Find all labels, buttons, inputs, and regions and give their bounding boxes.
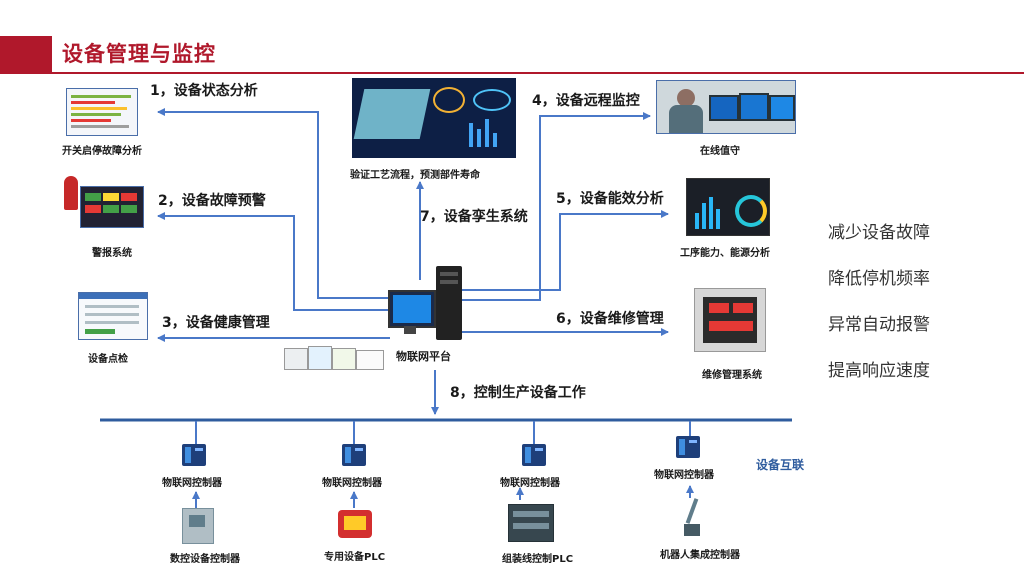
controller-label: 物联网控制器	[162, 478, 222, 489]
energy-dashboard-image	[686, 178, 770, 236]
benefit-item: 提高响应速度	[828, 361, 930, 381]
controller-label: 物联网控制器	[500, 478, 560, 489]
module-twin-system: 7，设备孪生系统	[420, 209, 528, 225]
caption-status-analysis: 开关启停故障分析	[62, 146, 142, 157]
assembly-plc-icon	[508, 504, 554, 542]
device-label: 专用设备PLC	[324, 552, 386, 563]
robot-arm-icon	[680, 498, 704, 538]
cnc-machine-icon	[182, 508, 214, 544]
benefit-item: 异常自动报警	[828, 315, 930, 335]
header-divider	[52, 72, 1024, 74]
special-equipment-icon	[338, 510, 372, 538]
iot-controller-icon	[342, 444, 366, 466]
maintenance-board-image	[694, 288, 766, 352]
module-maintenance-management: 6，设备维修管理	[556, 311, 664, 327]
monitor-icon	[388, 290, 436, 328]
module-health-management: 3，设备健康管理	[162, 315, 270, 331]
module-fault-warning: 2，设备故障预警	[158, 193, 266, 209]
caption-energy-analysis: 工序能力、能源分析	[680, 248, 770, 259]
arrow-energy-analysis	[462, 210, 669, 291]
benefit-item: 降低停机频率	[828, 269, 930, 289]
iot-controller-icon	[522, 444, 546, 466]
caption-inspection: 设备点检	[88, 354, 128, 365]
iot-controller-icon	[676, 436, 700, 458]
module-remote-monitoring: 4，设备远程监控	[532, 93, 640, 109]
inspection-screen-image	[78, 292, 148, 340]
module-energy-analysis: 5，设备能效分析	[556, 191, 664, 207]
benefit-item: 减少设备故障	[828, 223, 930, 243]
controller-label: 物联网控制器	[654, 470, 714, 481]
caption-alarm-system: 警报系统	[92, 248, 132, 259]
caption-remote-monitoring: 在线值守	[700, 146, 740, 157]
remote-monitoring-photo	[656, 80, 796, 134]
status-dashboard-image	[66, 88, 138, 136]
device-label: 数控设备控制器	[170, 554, 240, 565]
device-label: 机器人集成控制器	[660, 550, 740, 561]
arrow-fault-warning	[157, 212, 390, 311]
caption-twin-system: 验证工艺流程，预测部件寿命	[350, 170, 480, 181]
arrow-status-analysis	[157, 108, 390, 299]
arrow-remote-monitoring	[462, 112, 651, 301]
software-screens-strip	[284, 346, 388, 372]
iot-controller-icon	[182, 444, 206, 466]
header-accent-bar	[0, 36, 52, 74]
hub-label: 物联网平台	[396, 350, 451, 363]
twin-dashboard-image	[352, 78, 516, 158]
device-label: 组装线控制PLC	[502, 554, 574, 565]
caption-maintenance: 维修管理系统	[702, 370, 762, 381]
monitor-stand	[404, 326, 416, 334]
module-status-analysis: 1，设备状态分析	[150, 83, 258, 99]
controller-label: 物联网控制器	[322, 478, 382, 489]
module-control-production: 8，控制生产设备工作	[450, 385, 586, 401]
alarm-light-icon	[64, 176, 78, 210]
server-tower-icon	[436, 266, 462, 340]
alarm-dashboard-image	[80, 186, 144, 228]
network-label: 设备互联	[756, 458, 805, 472]
page-title: 设备管理与监控	[62, 42, 216, 66]
